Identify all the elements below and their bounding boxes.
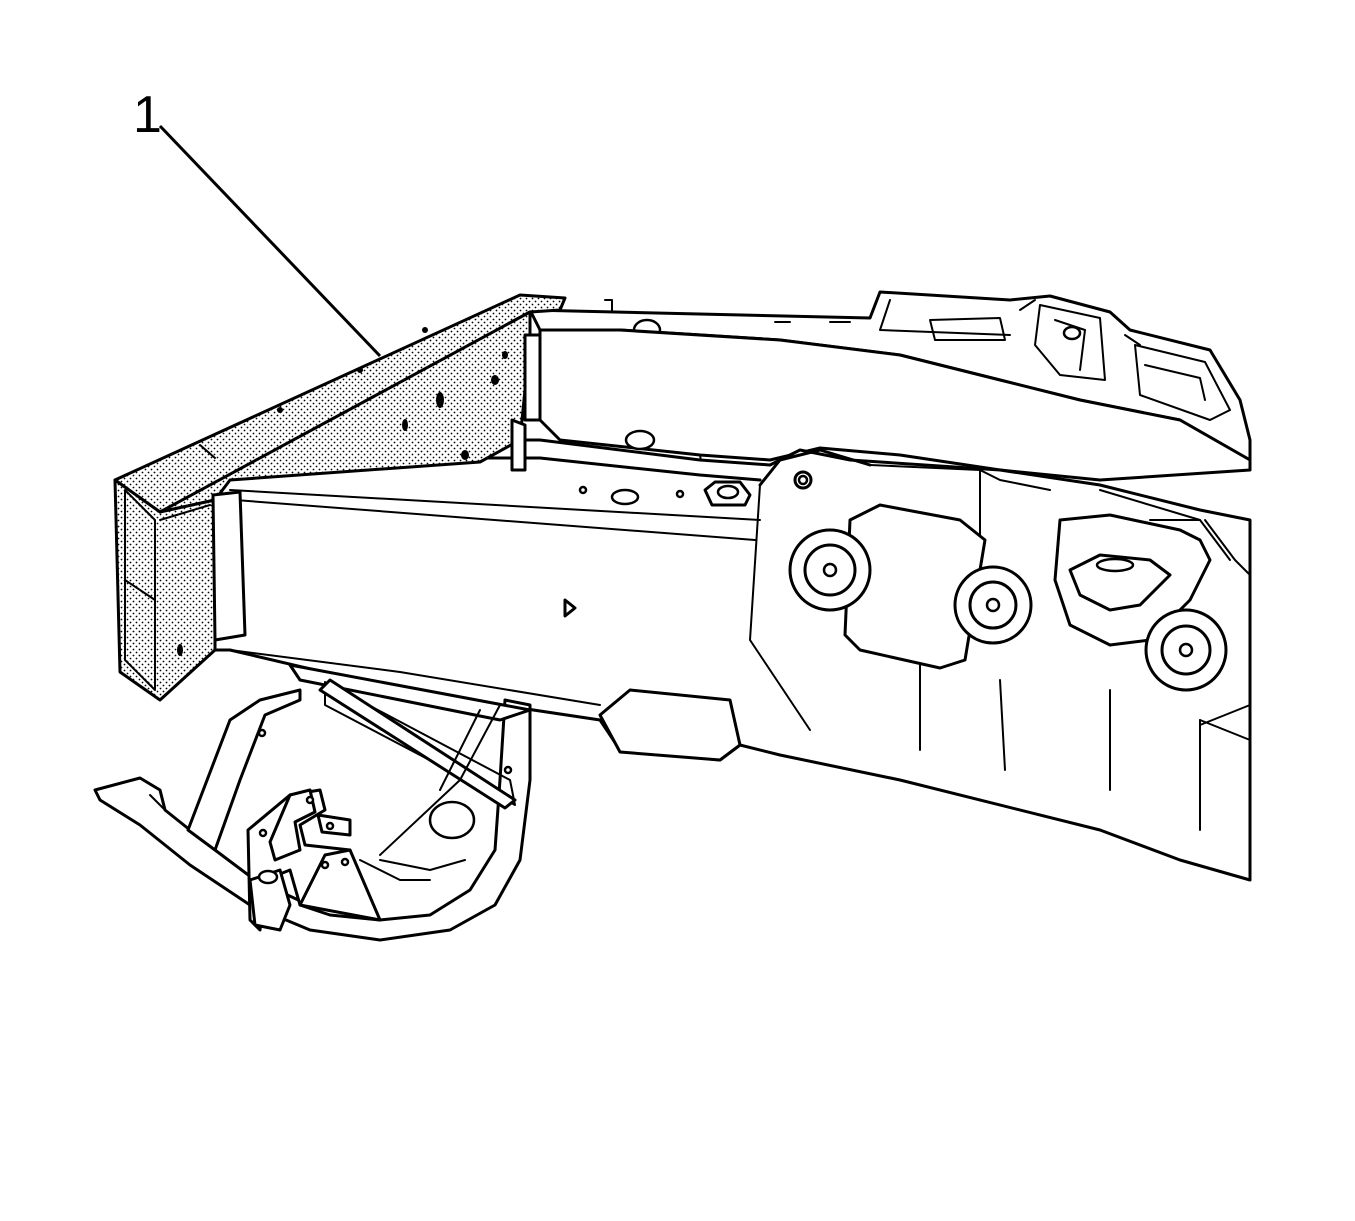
front-lower-crossmember	[93, 663, 532, 942]
highlighted-frame-extension	[113, 293, 567, 702]
callout-1-leader	[158, 124, 382, 358]
callout-1: 1	[133, 86, 382, 358]
main-side-rail	[208, 430, 1252, 882]
callout-1-label: 1	[133, 86, 162, 144]
